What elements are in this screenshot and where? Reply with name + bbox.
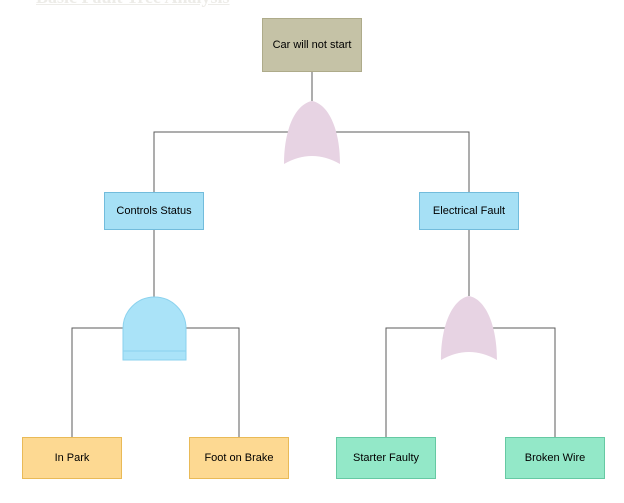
node-car-will-not-start-label: Car will not start: [272, 39, 352, 51]
or-gate-electrical-icon[interactable]: [441, 296, 497, 360]
and-gate-controls-icon[interactable]: [122, 296, 187, 361]
node-starter-faulty[interactable]: Starter Faulty: [336, 437, 436, 479]
node-broken-wire[interactable]: Broken Wire: [505, 437, 605, 479]
node-electrical-fault-label: Electrical Fault: [432, 205, 506, 217]
or-gate-top-icon[interactable]: [284, 101, 340, 164]
node-foot-on-brake[interactable]: Foot on Brake: [189, 437, 289, 479]
node-broken-wire-label: Broken Wire: [524, 452, 586, 464]
node-starter-faulty-label: Starter Faulty: [352, 452, 420, 464]
node-in-park-label: In Park: [54, 452, 90, 464]
node-controls-status-label: Controls Status: [116, 205, 192, 217]
node-car-will-not-start[interactable]: Car will not start: [262, 18, 362, 72]
node-electrical-fault[interactable]: Electrical Fault: [419, 192, 519, 230]
node-in-park[interactable]: In Park: [22, 437, 122, 479]
node-controls-status[interactable]: Controls Status: [104, 192, 204, 230]
node-foot-on-brake-label: Foot on Brake: [204, 452, 274, 464]
page-title: Basic Fault Tree Analysis: [36, 0, 230, 8]
